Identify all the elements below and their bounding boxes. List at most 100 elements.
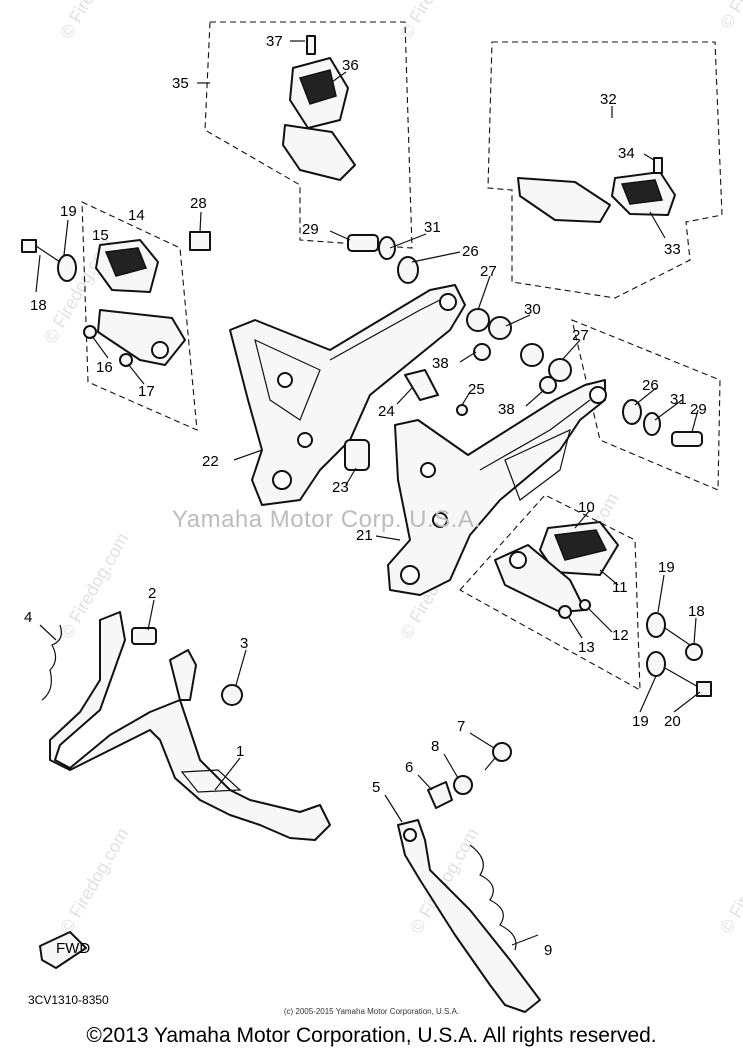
bushing-27b xyxy=(548,358,572,382)
leader-lines xyxy=(35,40,701,946)
footpeg-bracket-35 xyxy=(282,124,356,181)
rear-footrest-left xyxy=(282,35,356,181)
rear-footrest-right xyxy=(517,157,676,223)
watermark-site: © Firedog.com xyxy=(56,0,132,42)
spring-9 xyxy=(469,844,517,951)
callout-11: 11 xyxy=(612,579,628,596)
watermark-site: © Firedog.com xyxy=(396,0,472,42)
callout-27b: 27 xyxy=(572,327,589,344)
callout-20: 20 xyxy=(664,713,681,730)
callout-12: 12 xyxy=(612,627,629,644)
footpeg-bracket-14 xyxy=(97,309,186,366)
collar-23 xyxy=(344,439,370,471)
callout-16: 16 xyxy=(96,359,113,376)
bolt-head-18b xyxy=(685,643,703,661)
washer-19 xyxy=(57,254,77,282)
bracket-hole xyxy=(420,462,436,478)
washer-26 xyxy=(397,256,419,284)
callout-26: 26 xyxy=(462,243,479,260)
forward-arrow-icon xyxy=(39,931,87,969)
callout-18b: 18 xyxy=(688,603,705,620)
rider-footrest-right xyxy=(494,521,712,697)
screw-34 xyxy=(653,157,663,174)
bushing-30 xyxy=(488,316,512,340)
callout-3: 3 xyxy=(240,635,248,652)
bracket-rib xyxy=(504,428,571,501)
callout-4: 4 xyxy=(24,609,32,626)
bracket-hole xyxy=(400,565,420,585)
callout-35: 35 xyxy=(172,75,189,92)
bolt-shaft-20 xyxy=(664,667,701,689)
footpeg-tread-11 xyxy=(553,529,608,561)
center-stand-1 xyxy=(49,611,331,841)
footpeg-tread-15 xyxy=(104,247,148,277)
callout-13: 13 xyxy=(578,639,595,656)
group-boxes xyxy=(81,21,723,691)
callout-22: 22 xyxy=(202,453,219,470)
watermark-site: © Firedog.com xyxy=(716,825,743,937)
center-stand-pivot xyxy=(169,649,197,701)
callout-21: 21 xyxy=(356,527,373,544)
washer-31b xyxy=(643,412,661,436)
bracket-hole xyxy=(151,341,169,359)
footpeg-bracket-32 xyxy=(517,177,611,223)
nut-16 xyxy=(83,325,97,339)
washer-26b xyxy=(622,399,642,425)
center-stand: FWD xyxy=(39,611,331,969)
callout-8: 8 xyxy=(431,738,439,755)
side-stand-5 xyxy=(397,819,541,1013)
callout-38b: 38 xyxy=(498,401,515,418)
frame-bracket-22 xyxy=(229,284,466,506)
callout-19b: 19 xyxy=(658,559,675,576)
main-bracket-left xyxy=(189,231,466,506)
callout-19: 19 xyxy=(60,203,77,220)
callout-23: 23 xyxy=(332,479,349,496)
callout-17: 17 xyxy=(138,383,155,400)
callout-34: 34 xyxy=(618,145,635,162)
diagram-code: 3CV1310-8350 xyxy=(28,993,109,1007)
footpeg-tread-33 xyxy=(620,179,664,205)
callout-25: 25 xyxy=(468,381,485,398)
callout-24: 24 xyxy=(378,403,395,420)
bracket-arm-edge xyxy=(479,399,591,471)
callout-28: 28 xyxy=(190,195,207,212)
small-copyright: (c) 2005-2015 Yamaha Motor Corporation, … xyxy=(283,1007,460,1016)
group-box-10 xyxy=(459,494,641,691)
side-stand xyxy=(397,742,541,1013)
callout-5: 5 xyxy=(372,779,380,796)
callout-labels: 1 2 3 4 5 6 7 8 9 10 11 12 13 14 15 16 1… xyxy=(24,33,707,959)
bracket-hole xyxy=(272,470,292,490)
bushing-30b xyxy=(520,343,544,367)
clip-24 xyxy=(404,369,439,401)
bracket-hole xyxy=(589,386,607,404)
main-bracket-right xyxy=(387,379,607,596)
group-box-35 xyxy=(204,21,413,249)
callout-37: 37 xyxy=(266,33,283,50)
callout-29b: 29 xyxy=(690,401,707,418)
spring-4 xyxy=(41,624,62,701)
callout-38: 38 xyxy=(432,355,449,372)
bracket-hole xyxy=(297,432,313,448)
callout-27: 27 xyxy=(480,263,497,280)
callout-19c: 19 xyxy=(632,713,649,730)
bracket-hole xyxy=(509,551,527,569)
callout-9: 9 xyxy=(544,942,552,959)
rider-footrest-left xyxy=(21,239,186,367)
nut-17 xyxy=(119,353,133,367)
side-stand-hole xyxy=(403,828,417,842)
bracket-hole xyxy=(277,372,293,388)
watermark-site: © Firedog.com xyxy=(56,825,132,937)
bracket-hole xyxy=(432,512,448,528)
footer-copyright: ©2013 Yamaha Motor Corporation, U.S.A. A… xyxy=(86,1024,657,1047)
watermark-layer: © Firedog.com © Firedog.com © Firedog.co… xyxy=(40,0,743,937)
bolt-29b xyxy=(671,431,703,447)
callout-29: 29 xyxy=(302,221,319,238)
center-stand-foot xyxy=(180,769,242,793)
group-box-32 xyxy=(487,41,723,299)
group-box-14 xyxy=(81,201,198,431)
callout-10: 10 xyxy=(578,499,595,516)
washer-8 xyxy=(453,775,473,795)
screw-37 xyxy=(306,35,316,55)
callout-26b: 26 xyxy=(642,377,659,394)
callout-2: 2 xyxy=(148,585,156,602)
